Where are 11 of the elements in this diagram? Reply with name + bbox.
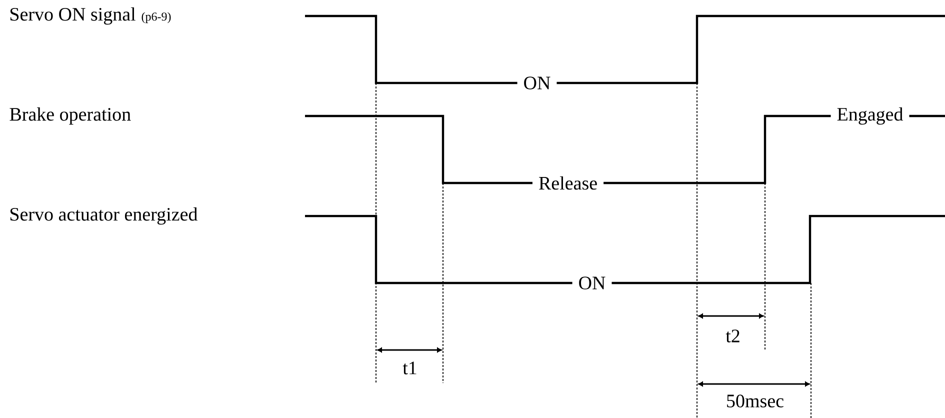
time-label: t2 (726, 330, 740, 342)
state-label: ON (572, 273, 612, 293)
state-label: Engaged (830, 104, 910, 128)
signal-label: Brake operation (10, 107, 131, 125)
signal-label: Servo ON signal (10, 7, 136, 25)
time-label: t1 (402, 362, 416, 374)
page-reference: (p6-9) (142, 12, 171, 24)
signal-label: Servo actuator energized (10, 207, 198, 225)
time-label: 50msec (727, 394, 784, 408)
state-label: Release (532, 172, 604, 194)
state-label: ON (517, 73, 557, 93)
